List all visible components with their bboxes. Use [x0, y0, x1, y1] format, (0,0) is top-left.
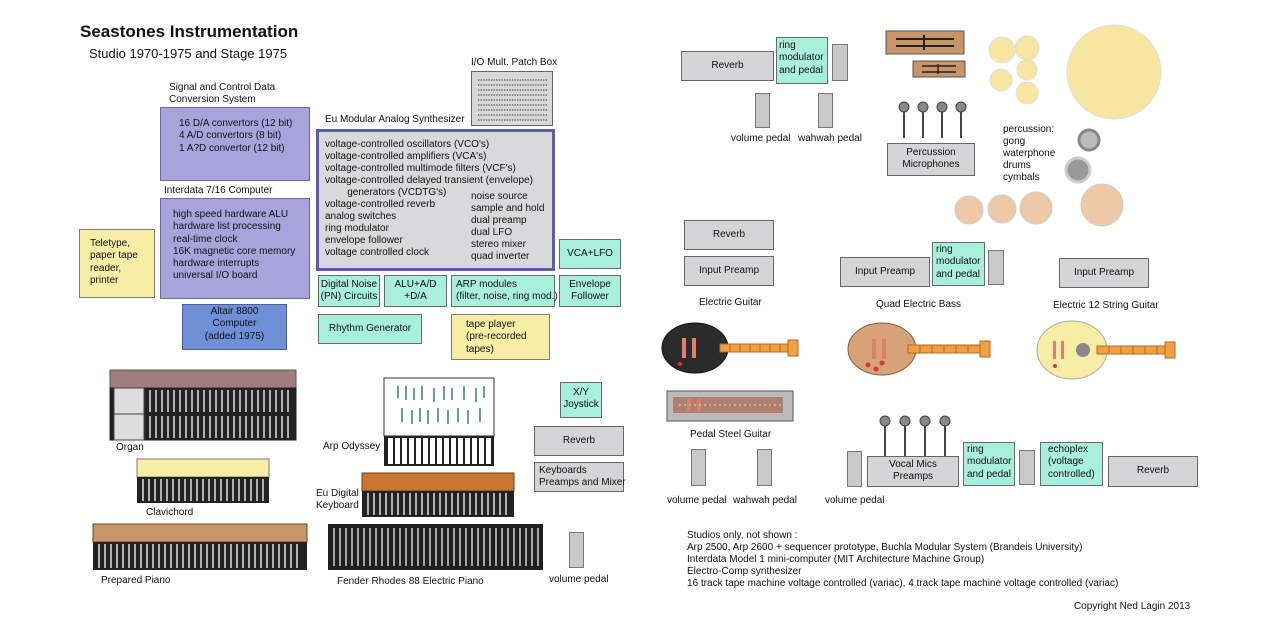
eu-synth-modules: voltage-controlled oscillators (VCO's) v…	[325, 139, 533, 258]
eu-label: Eu Modular Analog Synthesizer	[325, 114, 465, 125]
top-wahwah-pedal	[818, 93, 833, 128]
page-subtitle: Studio 1970-1975 and Stage 1975	[89, 46, 288, 61]
prepared-piano-label: Prepared Piano	[101, 575, 171, 586]
vca-lfo: VCA+LFO	[559, 239, 621, 269]
pedal-steel-icon	[666, 390, 794, 422]
percussion-list: percussion: gong waterphone drums cymbal…	[1003, 124, 1056, 183]
patchbox-label: I/O Mult. Patch Box	[471, 57, 558, 68]
echoplex: echoplex (voltage controlled)	[1040, 442, 1103, 486]
interdata-box: high speed hardware ALU hardware list pr…	[160, 198, 310, 299]
clavichord-keyboard	[136, 458, 270, 503]
electric-guitar-icon	[661, 322, 799, 374]
keyboards-reverb: Reverb	[534, 426, 624, 456]
vocal-mics-icon	[879, 415, 951, 456]
pedal-steel-label: Pedal Steel Guitar	[690, 429, 772, 440]
electric-guitar-label: Electric Guitar	[699, 297, 762, 308]
top-volume-pedal	[755, 93, 770, 128]
quad-bass-icon	[847, 322, 991, 376]
steel-wahwah-pedal	[757, 449, 772, 486]
rhythm-generator: Rhythm Generator	[318, 314, 422, 344]
eu-digital-keyboard-label: Eu Digital Keyboard	[316, 488, 359, 511]
vocal-mics-preamps: Vocal Mics Preamps	[867, 456, 959, 487]
page-title: Seastones Instrumentation	[80, 22, 299, 41]
top-small-pedal	[832, 44, 848, 81]
arp-odyssey-label: Arp Odyssey	[323, 441, 381, 452]
patch-box-holes	[478, 79, 548, 121]
eu-digital-keyboard	[361, 472, 515, 517]
digital-noise: Digital Noise (PN) Circuits	[318, 275, 380, 307]
steel-volume-pedal	[691, 449, 706, 486]
organ-keyboard	[109, 369, 297, 441]
top-wahwah-pedal-label: wahwah pedal	[798, 133, 862, 144]
vocal-reverb: Reverb	[1108, 456, 1198, 487]
tape-player: tape player (pre-recorded tapes)	[451, 314, 550, 360]
keyboard-volume-pedal	[569, 532, 584, 568]
teletype-box: Teletype, paper tape reader, printer	[79, 229, 155, 298]
arp-modules: ARP modules (filter, noise, ring mod.)	[451, 275, 558, 307]
bass-ring-mod: ring modulator and pedal	[932, 242, 985, 286]
envelope-follower: Envelope Follower	[559, 275, 621, 307]
clavichord-label: Clavichord	[146, 507, 194, 518]
bass-pedal	[988, 250, 1004, 285]
waterphone-icon	[885, 30, 966, 78]
vocal-ring-mod: ring modulator and pedal	[963, 442, 1015, 486]
vocal-volume-pedal	[847, 451, 862, 487]
top-reverb: Reverb	[681, 51, 774, 81]
prepared-piano-keyboard	[92, 523, 308, 570]
signal-label: Signal and Control Data Conversion Syste…	[169, 82, 276, 105]
xy-joystick: X/Y Joystick	[560, 382, 602, 418]
copyright: Copyright Ned Lagin 2013	[1074, 601, 1191, 612]
quad-bass-label: Quad Electric Bass	[876, 299, 962, 310]
twelve-string-icon	[1036, 320, 1176, 380]
interdata-label: Interdata 7/16 Computer	[164, 185, 273, 196]
steel-volume-pedal-label: volume pedal	[667, 495, 727, 506]
percussion-mics-icon	[898, 101, 967, 138]
twelve-string-input-preamp: Input Preamp	[1059, 258, 1149, 288]
fender-rhodes-keyboard	[328, 524, 543, 570]
top-ring-mod: ring modulator and pedal	[776, 37, 828, 84]
drums-icon	[954, 128, 1124, 227]
guitar-input-preamp: Input Preamp	[684, 256, 774, 286]
eu-synth-utilities: noise source sample and hold dual preamp…	[471, 191, 545, 262]
patch-box	[471, 71, 553, 126]
keyboard-volume-pedal-label: volume pedal	[549, 574, 609, 585]
alu-ad: ALU+A/D +D/A	[384, 275, 447, 307]
gong-icon	[1066, 24, 1162, 120]
twelve-string-label: Electric 12 String Guitar	[1053, 300, 1159, 311]
studios-note: Studios only, not shown : Arp 2500, Arp …	[687, 530, 1119, 589]
vocal-pedal	[1019, 450, 1035, 485]
keyboards-mixer: Keyboards Preamps and Mixer	[534, 462, 626, 492]
percussion-mics: Percussion Microphones	[887, 143, 975, 176]
altair-box: Altair 8800 Computer (added 1975)	[182, 304, 287, 350]
fender-rhodes-label: Fender Rhodes 88 Electric Piano	[337, 576, 484, 587]
vocal-volume-pedal-label: volume pedal	[825, 495, 885, 506]
organ-label: Organ	[116, 442, 144, 453]
guitar-reverb: Reverb	[684, 220, 774, 250]
bass-input-preamp: Input Preamp	[840, 257, 930, 287]
top-volume-pedal-label: volume pedal	[731, 133, 791, 144]
steel-wahwah-pedal-label: wahwah pedal	[733, 495, 797, 506]
cymbals-icon	[988, 35, 1040, 105]
eu-synth: voltage-controlled oscillators (VCO's) v…	[316, 129, 555, 271]
arp-odyssey-synth	[383, 377, 495, 466]
dac-box: 16 D/A convertors (12 bit) 4 A/D convert…	[160, 107, 310, 181]
